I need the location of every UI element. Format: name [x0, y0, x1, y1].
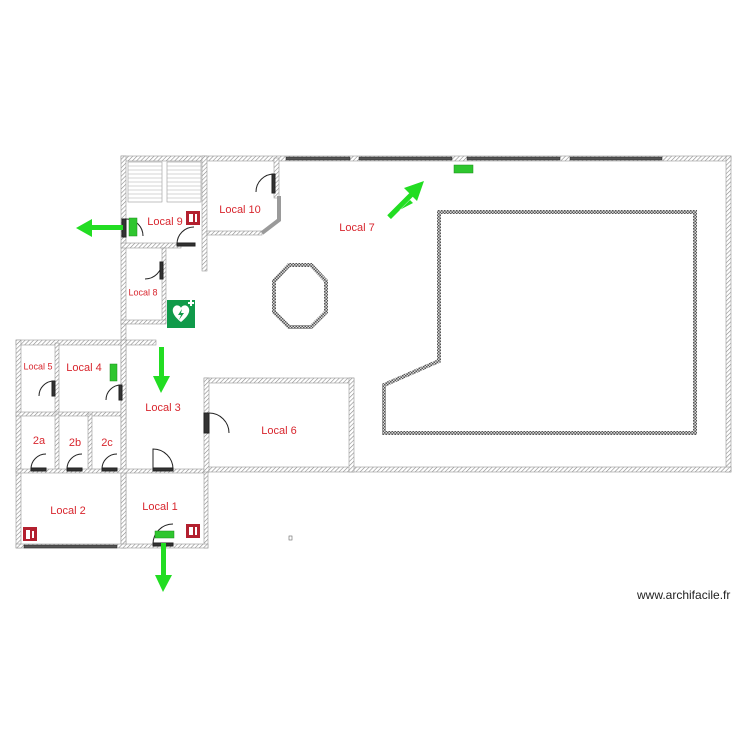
exit-arrow-northeast-icon [387, 181, 424, 219]
exit-signs [109, 164, 474, 539]
local-10-diagonal-wall [260, 196, 281, 235]
doors [30, 173, 276, 547]
door-local-9 [176, 226, 195, 245]
door-2c [101, 453, 118, 470]
exit-sign-local-9 [128, 217, 138, 237]
door-local-6 [208, 412, 230, 434]
fire-extinguisher-icon [23, 527, 37, 541]
walls [15, 155, 732, 549]
door-local-9-exit [125, 218, 144, 237]
door-local-8 [144, 261, 163, 280]
fire-alarm-icon [186, 211, 200, 225]
aed-defibrillator-icon [167, 300, 195, 328]
door-local-3 [152, 448, 174, 470]
exit-arrow-left-icon [76, 219, 123, 237]
room-label-local-3: Local 3 [145, 402, 180, 414]
room-label-local-1: Local 1 [142, 501, 177, 513]
room-label-local-7: Local 7 [339, 222, 374, 234]
inner-enclosure [382, 210, 697, 435]
room-label-local-5: Local 5 [23, 361, 52, 371]
room-labels: Local 1 Local 2 2a 2b 2c Local 3 Local 4… [23, 204, 374, 517]
exit-sign-local-4 [109, 363, 118, 382]
door-2a [30, 453, 47, 470]
octagon-structure [272, 263, 328, 329]
room-label-2c: 2c [101, 437, 113, 449]
door-local-1-exit [152, 523, 174, 545]
staircase [127, 161, 202, 203]
small-marker-icon [288, 535, 293, 541]
room-label-local-10: Local 10 [219, 204, 261, 216]
door-local-10 [255, 173, 275, 193]
room-label-local-4: Local 4 [66, 362, 101, 374]
room-label-local-8: Local 8 [128, 287, 157, 297]
exit-arrow-down-icon [155, 543, 172, 592]
exit-arrows [76, 181, 424, 592]
room-label-local-2: Local 2 [50, 505, 85, 517]
exit-arrow-down-icon [153, 347, 170, 393]
room-label-2a: 2a [33, 435, 46, 447]
room-label-local-9: Local 9 [147, 216, 182, 228]
exit-sign-local-1 [154, 530, 175, 539]
fire-alarm-icon [186, 524, 200, 538]
room-label-2b: 2b [69, 437, 81, 449]
watermark-link[interactable]: www.archifacile.fr [637, 588, 731, 602]
room-label-local-6: Local 6 [261, 425, 296, 437]
exit-sign-local-7 [453, 164, 474, 174]
windows [23, 156, 663, 549]
door-2b [66, 453, 83, 470]
